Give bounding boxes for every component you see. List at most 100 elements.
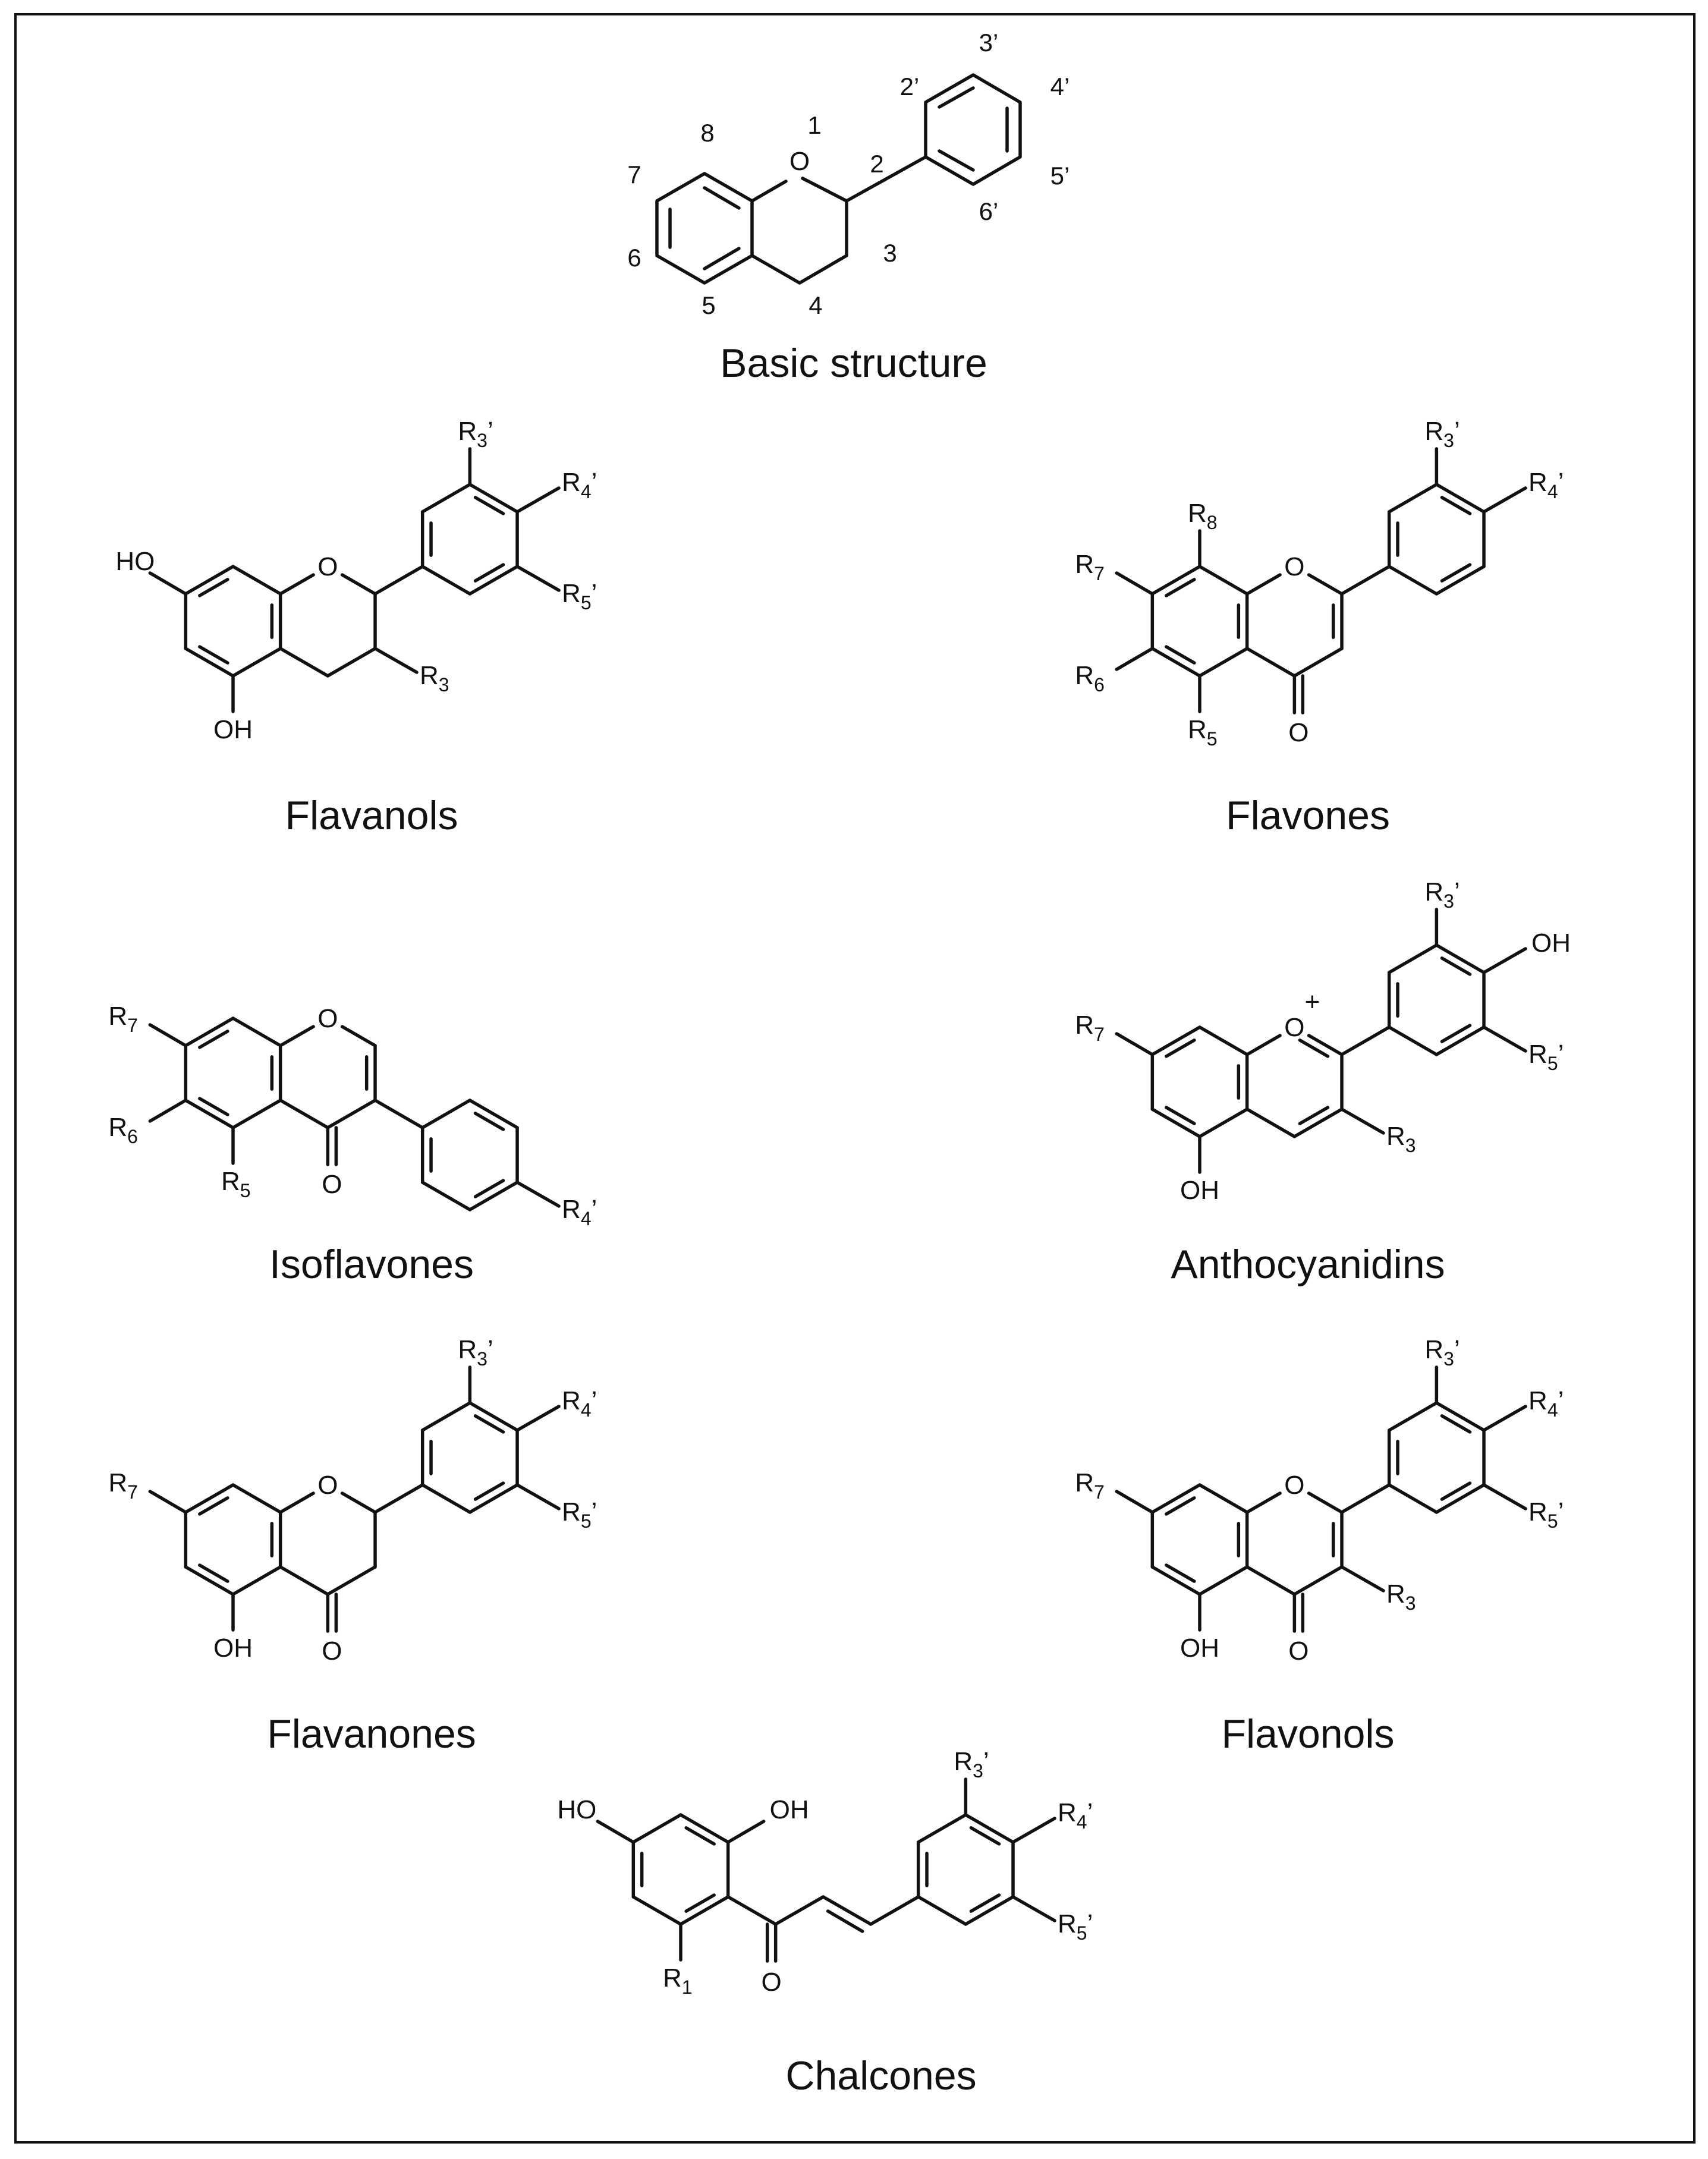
anthocyanidins-r5prime: R5’	[1528, 1040, 1564, 1074]
bond	[1435, 565, 1486, 596]
flavones-carbonyl-oxygen: O	[1288, 718, 1308, 747]
bond	[1435, 1483, 1486, 1514]
bond	[1435, 483, 1486, 514]
bond	[420, 1401, 472, 1432]
bond	[1115, 571, 1155, 596]
isoflavones-r4prime: R4’	[562, 1195, 597, 1229]
anthocyanidins-plus-charge: +	[1304, 987, 1320, 1016]
flavonols-r4prime: R4’	[1528, 1386, 1564, 1421]
flavones-r4prime: R4’	[1528, 468, 1564, 502]
flavones-title: Flavones	[1226, 793, 1390, 838]
bond	[1150, 647, 1201, 678]
bond	[1440, 956, 1472, 976]
bond	[1340, 1107, 1385, 1135]
bond	[1165, 578, 1196, 597]
basic-pos-6prime: 6’	[979, 197, 999, 225]
bond	[278, 1565, 330, 1596]
basic-pos-1: 1	[807, 111, 821, 139]
bond	[1340, 565, 1391, 596]
bond	[326, 1565, 377, 1596]
flavanols-title: Flavanols	[285, 793, 458, 838]
bond	[198, 1030, 229, 1049]
isoflavones-r6: R6	[108, 1113, 138, 1147]
bond	[1165, 1563, 1196, 1583]
flavanones-title: Flavanones	[267, 1711, 476, 1757]
flavanols-r3prime: R3’	[458, 417, 493, 451]
bond	[964, 1813, 1015, 1844]
bond	[1340, 1025, 1391, 1056]
bond	[1165, 645, 1196, 665]
bond	[1482, 486, 1527, 514]
bond	[684, 1826, 716, 1846]
bond	[1198, 1565, 1249, 1596]
bond	[198, 1563, 229, 1583]
chalcones-oh: OH	[770, 1795, 809, 1824]
bond	[1482, 947, 1527, 974]
bond	[231, 1483, 282, 1514]
bond	[468, 1483, 519, 1514]
bond	[468, 1181, 519, 1211]
flavones-structure-ring-oxygen: O	[1284, 552, 1304, 581]
bond	[869, 1895, 920, 1926]
flavones-r6: R6	[1075, 661, 1105, 695]
flavonols-r5prime: R5’	[1528, 1497, 1564, 1532]
bond	[326, 647, 377, 678]
bond	[1150, 1107, 1201, 1138]
bond	[773, 1895, 825, 1926]
chalcones-r1: R1	[663, 1963, 693, 1998]
bond	[468, 565, 519, 596]
bond	[1245, 1491, 1282, 1514]
flavanones-carbonyl-oxygen: O	[322, 1636, 342, 1666]
bond	[1245, 647, 1297, 678]
basic-pos-4: 4	[809, 291, 822, 319]
bond	[148, 571, 188, 596]
bond	[1198, 565, 1249, 596]
basic-pos-4prime: 4’	[1050, 73, 1070, 100]
bond	[1011, 1895, 1056, 1922]
flavones-r8: R8	[1188, 499, 1218, 533]
bond	[473, 1414, 505, 1434]
bond	[278, 647, 330, 678]
bond	[1011, 1817, 1056, 1844]
flavones-r3prime: R3’	[1424, 417, 1459, 451]
flavanones-r4prime: R4’	[562, 1386, 597, 1421]
chalcones-r3prime: R3’	[954, 1747, 989, 1782]
bond	[1165, 1496, 1196, 1516]
bond	[1165, 1106, 1196, 1125]
bond	[468, 1099, 519, 1129]
flavanones-oh-5: OH	[213, 1634, 253, 1663]
bond	[231, 647, 282, 678]
flavanols-oh-5: OH	[213, 715, 253, 744]
bond	[1298, 1106, 1330, 1125]
bond	[1387, 1483, 1439, 1514]
basic-bonds	[655, 73, 1022, 285]
basic-structure-title: Basic structure	[720, 341, 987, 386]
anthocyanidins-title: Anthocyanidins	[1171, 1242, 1445, 1287]
anthocyanidins-oh-4prime: OH	[1531, 929, 1571, 958]
isoflavones-carbonyl-oxygen: O	[322, 1170, 342, 1199]
bond	[964, 1895, 1015, 1926]
bond	[515, 1483, 561, 1510]
bond	[468, 483, 519, 514]
bond	[148, 1099, 188, 1123]
bond	[184, 565, 235, 596]
bond	[969, 1893, 1001, 1913]
basic-structure: O 1 2 3 4 5 6 7 8 2’ 3’ 4’ 5’ 6’ Basic s…	[627, 29, 1070, 386]
bond	[198, 578, 229, 597]
bond	[278, 573, 315, 596]
basic-pos-2: 2	[870, 150, 883, 178]
bond	[473, 563, 505, 583]
bond	[373, 565, 424, 596]
flavonols-carbonyl-oxygen: O	[1288, 1636, 1308, 1666]
flavanones-structure-ring-oxygen: O	[317, 1471, 338, 1500]
chalcones-r5prime: R5’	[1058, 1909, 1093, 1944]
flavanols-ho-7: HO	[115, 547, 155, 576]
bond	[684, 1893, 716, 1913]
bond	[231, 1099, 282, 1129]
bond	[231, 565, 282, 596]
